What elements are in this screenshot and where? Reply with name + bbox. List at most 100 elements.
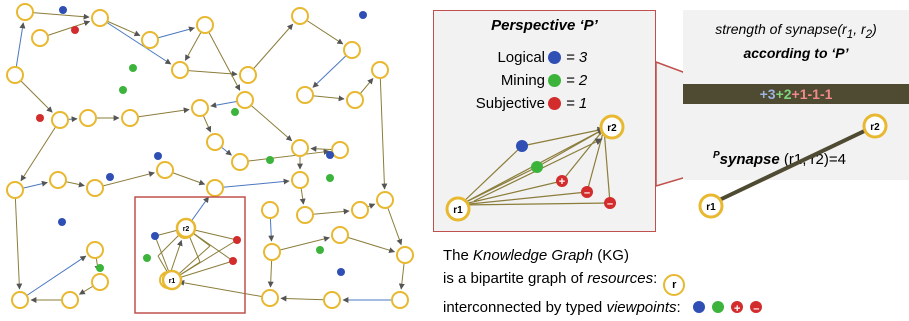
viewpoint-node bbox=[129, 64, 137, 72]
viewpoint-node bbox=[266, 156, 274, 164]
synapse-super: P bbox=[713, 150, 720, 161]
graph-edge bbox=[271, 236, 330, 253]
viewpoint-node bbox=[59, 6, 67, 14]
resource-node bbox=[91, 273, 109, 291]
score-subjective: +1-1-1 bbox=[791, 86, 833, 102]
resource-node bbox=[16, 3, 34, 21]
syn-r2-label: r2 bbox=[870, 122, 880, 133]
legend-logical-label: Logical bbox=[497, 49, 545, 66]
mining-viewpoint-icon bbox=[712, 301, 725, 313]
resource-node bbox=[6, 66, 24, 84]
viewpoint-node bbox=[359, 11, 367, 19]
resource-node bbox=[196, 16, 214, 34]
strength-sub2: 2 bbox=[865, 27, 873, 41]
caption-l3b: viewpoints bbox=[606, 299, 677, 316]
graph-edge bbox=[19, 255, 87, 301]
graph-edge bbox=[239, 148, 330, 163]
resource-node bbox=[206, 179, 224, 197]
graph-edge bbox=[14, 189, 23, 290]
viewpoint-node bbox=[58, 218, 66, 226]
resource-node bbox=[31, 29, 49, 47]
legend-subjective-value: = 1 bbox=[566, 95, 588, 112]
resource-node bbox=[343, 41, 361, 59]
strength-line1-suffix: ) bbox=[872, 21, 877, 37]
resource-node bbox=[61, 291, 79, 309]
graph-edge bbox=[379, 69, 388, 190]
resource-node bbox=[331, 226, 349, 244]
strength-sub1: 1 bbox=[846, 27, 854, 41]
graph-edge bbox=[178, 279, 271, 299]
graph-edge bbox=[247, 23, 294, 76]
resource-node bbox=[291, 171, 309, 189]
persp-r2-label: r2 bbox=[607, 123, 617, 134]
subjective-minus-icon bbox=[750, 298, 763, 321]
graph-edge bbox=[99, 17, 172, 65]
resource-node bbox=[11, 291, 29, 309]
resource-node bbox=[291, 139, 309, 157]
resource-node bbox=[261, 289, 279, 307]
legend-subjective: Subjective = 1 bbox=[434, 95, 657, 115]
resource-node bbox=[296, 86, 314, 104]
viewpoint-node bbox=[151, 232, 159, 240]
resource-node bbox=[351, 201, 369, 219]
viewpoint-node bbox=[233, 236, 241, 244]
caption-l3a: interconnected by typed bbox=[443, 299, 607, 316]
selection-box bbox=[134, 196, 246, 314]
caption-l1c: (KG) bbox=[593, 247, 629, 264]
legend-mining-value: = 2 bbox=[566, 72, 588, 89]
resource-node bbox=[6, 181, 24, 199]
viewpoint-node bbox=[96, 264, 104, 272]
resource-node bbox=[51, 111, 69, 129]
resource-node bbox=[346, 91, 364, 109]
resource-node bbox=[121, 109, 139, 127]
graph-edge bbox=[20, 119, 61, 182]
graph-edge bbox=[24, 11, 90, 20]
graph-edge bbox=[94, 171, 155, 189]
kg-caption: The Knowledge Graph (KG) is a bipartite … bbox=[443, 244, 765, 321]
viewpoint-node bbox=[36, 114, 44, 122]
resource-node bbox=[231, 153, 249, 171]
resource-node bbox=[49, 171, 67, 189]
mining-dot-icon bbox=[548, 74, 561, 87]
resource-node bbox=[236, 91, 254, 109]
resource-node bbox=[371, 61, 389, 79]
caption-line1: The Knowledge Graph (KG) bbox=[443, 244, 765, 267]
legend-logical-value: = 3 bbox=[566, 49, 588, 66]
synapse-result: Psynapse (r1, r2)=4 bbox=[713, 150, 846, 168]
resource-node bbox=[296, 206, 314, 224]
resource-node bbox=[331, 141, 349, 159]
persp-r1-label: r1 bbox=[453, 205, 463, 216]
graph-edge bbox=[204, 24, 241, 91]
viewpoint-node bbox=[106, 173, 114, 181]
resource-node bbox=[239, 66, 257, 84]
viewpoint-node bbox=[229, 257, 237, 265]
caption-l2c: : bbox=[653, 270, 658, 287]
viewpoint-node bbox=[71, 26, 79, 34]
graph-edge bbox=[339, 234, 396, 254]
svg-text:+: + bbox=[559, 176, 565, 188]
strength-line1-mid: , r bbox=[853, 21, 866, 37]
legend-subjective-label: Subjective bbox=[475, 95, 545, 112]
resource-node bbox=[263, 243, 281, 261]
logical-viewpoint-icon bbox=[692, 301, 705, 313]
perspective-panel: Perspective ‘P’ Logical = 3 Mining = 2 S… bbox=[433, 10, 656, 232]
legend-mining: Mining = 2 bbox=[434, 72, 657, 92]
graph-edge bbox=[179, 69, 238, 77]
svg-text:–: – bbox=[607, 198, 613, 210]
graph-edge bbox=[244, 99, 293, 142]
highlight-resource-node bbox=[161, 269, 183, 291]
resource-node bbox=[396, 246, 414, 264]
syn-r1-label: r1 bbox=[706, 202, 716, 213]
caption-l1b: Knowledge Graph bbox=[473, 247, 594, 264]
resource-node bbox=[206, 133, 224, 151]
viewpoint-node bbox=[154, 152, 162, 160]
legend-logical: Logical = 3 bbox=[434, 49, 657, 69]
viewpoint-node bbox=[326, 174, 334, 182]
strength-line2: according to ‘P’ bbox=[743, 44, 849, 61]
resource-node bbox=[291, 7, 309, 25]
caption-l2b: resources bbox=[587, 270, 654, 287]
viewpoint-node bbox=[119, 86, 127, 94]
caption-l3c: : bbox=[676, 299, 681, 316]
resource-node bbox=[79, 109, 97, 127]
logical-dot-icon bbox=[548, 51, 561, 64]
